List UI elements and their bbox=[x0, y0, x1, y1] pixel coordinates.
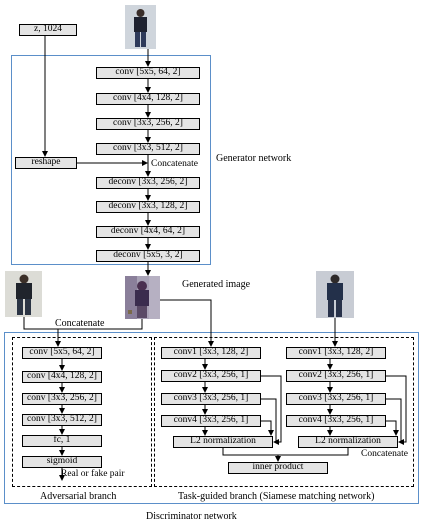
gen-concatenate-label: Concatenate bbox=[151, 159, 198, 169]
adversarial-branch-region bbox=[12, 337, 152, 487]
gen-conv-2: conv [4x4, 128, 2] bbox=[96, 93, 200, 105]
gen-conv-1: conv [5x5, 64, 2] bbox=[96, 67, 200, 79]
adv-fc: fc, 1 bbox=[22, 435, 102, 447]
noise-input-box: z, 1024 bbox=[19, 24, 77, 36]
generator-network-label: Generator network bbox=[216, 153, 292, 164]
inner-product-box: inner product bbox=[228, 462, 328, 474]
adv-sigmoid: sigmoid bbox=[22, 456, 102, 468]
siamese-right-conv1: conv1 [3x3, 128, 2] bbox=[286, 347, 386, 359]
input-person-image bbox=[125, 5, 156, 49]
gen-conv-4: conv [3x3, 512, 2] bbox=[96, 143, 200, 155]
task-guided-branch-region bbox=[154, 337, 414, 487]
siamese-right-conv4: conv4 [3x3, 256, 1] bbox=[286, 415, 386, 427]
discriminator-network-label: Discriminator network bbox=[146, 511, 237, 522]
siamese-left-conv1: conv1 [3x3, 128, 2] bbox=[161, 347, 261, 359]
gen-deconv-3: deconv [4x4, 64, 2] bbox=[96, 226, 200, 238]
gen-deconv-4: deconv [5x5, 3, 2] bbox=[96, 250, 200, 262]
siamese-right-conv2: conv2 [3x3, 256, 1] bbox=[286, 370, 386, 382]
siamese-concatenate-label: Concatenate bbox=[361, 449, 408, 459]
siamese-right-l2norm: L2 normalization bbox=[298, 436, 398, 448]
generated-image-label: Generated image bbox=[182, 279, 251, 290]
gallery-person-image bbox=[316, 271, 354, 318]
task-guided-branch-label: Task-guided branch (Siamese matching net… bbox=[178, 491, 375, 502]
siamese-left-conv4: conv4 [3x3, 256, 1] bbox=[161, 415, 261, 427]
generated-image bbox=[125, 276, 160, 319]
siamese-right-conv3: conv3 [3x3, 256, 1] bbox=[286, 393, 386, 405]
siamese-left-l2norm: L2 normalization bbox=[173, 436, 273, 448]
gen-deconv-2: deconv [3x3, 128, 2] bbox=[96, 201, 200, 213]
generator-network-region bbox=[11, 55, 211, 265]
gen-deconv-1: deconv [3x3, 256, 2] bbox=[96, 177, 200, 189]
concatenate-label: Concatenate bbox=[55, 318, 105, 329]
real-or-fake-label: Real or fake pair bbox=[61, 469, 125, 479]
siamese-left-conv2: conv2 [3x3, 256, 1] bbox=[161, 370, 261, 382]
adv-conv-1: conv [5x5, 64, 2] bbox=[22, 347, 102, 359]
siamese-left-conv3: conv3 [3x3, 256, 1] bbox=[161, 393, 261, 405]
adv-conv-4: conv [3x3, 512, 2] bbox=[22, 414, 102, 426]
gen-conv-3: conv [3x3, 256, 2] bbox=[96, 118, 200, 130]
anchor-person-image bbox=[5, 271, 42, 317]
adv-conv-2: conv [4x4, 128, 2] bbox=[22, 371, 102, 383]
adversarial-branch-label: Adversarial branch bbox=[40, 491, 117, 502]
reshape-box: reshape bbox=[15, 157, 77, 169]
adv-conv-3: conv [3x3, 256, 2] bbox=[22, 393, 102, 405]
